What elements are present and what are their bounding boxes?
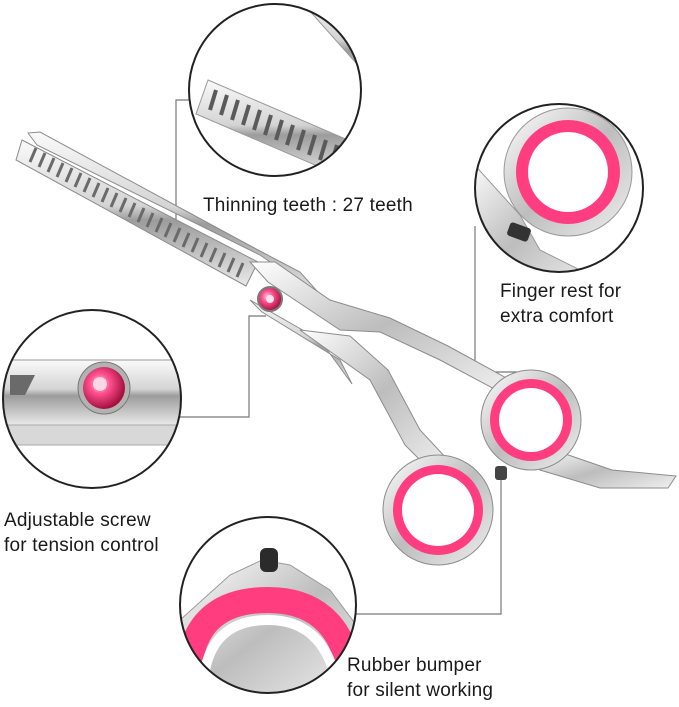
caption-line: Thinning teeth : 27 teeth bbox=[203, 195, 413, 216]
caption-line: for silent working bbox=[347, 680, 494, 701]
caption-thinning-teeth: Thinning teeth : 27 teeth bbox=[203, 193, 413, 218]
callout-screw-circle bbox=[2, 309, 182, 489]
thinning-teeth bbox=[15, 139, 259, 287]
leader-line-bumper bbox=[354, 470, 502, 615]
caption-adjustable-screw: Adjustable screw for tension control bbox=[4, 508, 159, 558]
caption-line: Finger rest for bbox=[500, 281, 622, 302]
callout-finger-rest-circle bbox=[474, 103, 644, 273]
main-scissors bbox=[15, 131, 677, 566]
finger-rest-tang bbox=[539, 447, 677, 489]
caption-line: Adjustable screw bbox=[4, 510, 151, 531]
leader-line-screw bbox=[180, 315, 266, 418]
thinning-blade bbox=[27, 131, 326, 301]
tooth-slots bbox=[28, 147, 245, 278]
callout-bumper-circle bbox=[179, 516, 357, 694]
callout-teeth-circle bbox=[188, 3, 362, 177]
caption-line: for tension control bbox=[4, 535, 159, 556]
caption-line: extra comfort bbox=[500, 306, 614, 327]
rubber-bumper-icon bbox=[495, 466, 507, 480]
caption-finger-rest: Finger rest for extra comfort bbox=[500, 279, 621, 329]
caption-line: Rubber bumper bbox=[347, 655, 482, 676]
caption-rubber-bumper: Rubber bumper for silent working bbox=[347, 653, 493, 703]
